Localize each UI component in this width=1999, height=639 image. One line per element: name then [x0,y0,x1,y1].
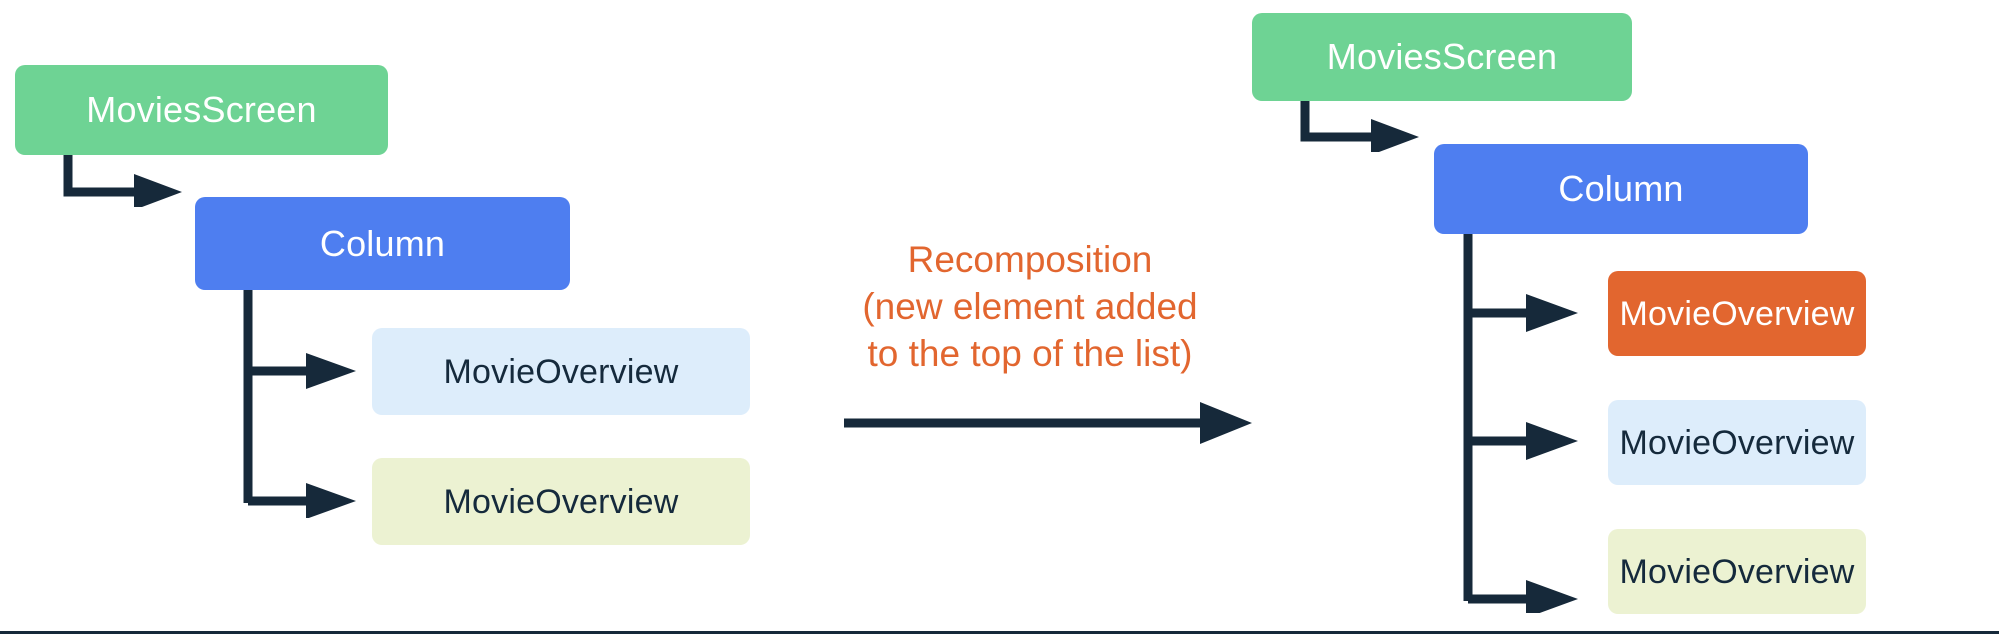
node-label: Column [319,222,446,264]
bottom-divider [0,631,1999,634]
caption-line-1: Recomposition [907,239,1153,280]
caption-line-2: (new element added [862,286,1198,327]
node-column-before[interactable]: Column [195,197,570,290]
node-label: MovieOverview [1619,552,1855,591]
connector-column-to-children-after [1463,233,1578,613]
node-movie-overview-1-before[interactable]: MovieOverview [372,328,750,415]
node-label: MovieOverview [443,352,679,391]
node-label: MovieOverview [443,482,679,521]
node-movie-overview-2-before[interactable]: MovieOverview [372,458,750,545]
node-column-after[interactable]: Column [1434,144,1808,234]
recomposition-caption: Recomposition (new element added to the … [820,236,1240,377]
node-label: MoviesScreen [86,89,317,130]
caption-line-3: to the top of the list) [867,333,1193,374]
node-movies-screen-after[interactable]: MoviesScreen [1252,13,1632,101]
connector-movies-screen-to-column-before [63,152,182,207]
node-label: MoviesScreen [1326,36,1558,77]
node-movie-overview-2-after[interactable]: MovieOverview [1608,529,1866,614]
node-label: MovieOverview [1619,423,1855,462]
node-label: MovieOverview [1619,294,1855,333]
node-movie-overview-1-after[interactable]: MovieOverview [1608,400,1866,485]
connector-movies-screen-to-column-after [1300,97,1419,152]
node-movie-overview-new-after[interactable]: MovieOverview [1608,271,1866,356]
node-label: Column [1558,168,1684,209]
transition-arrow-icon [844,402,1252,444]
node-movies-screen-before[interactable]: MoviesScreen [15,65,388,155]
